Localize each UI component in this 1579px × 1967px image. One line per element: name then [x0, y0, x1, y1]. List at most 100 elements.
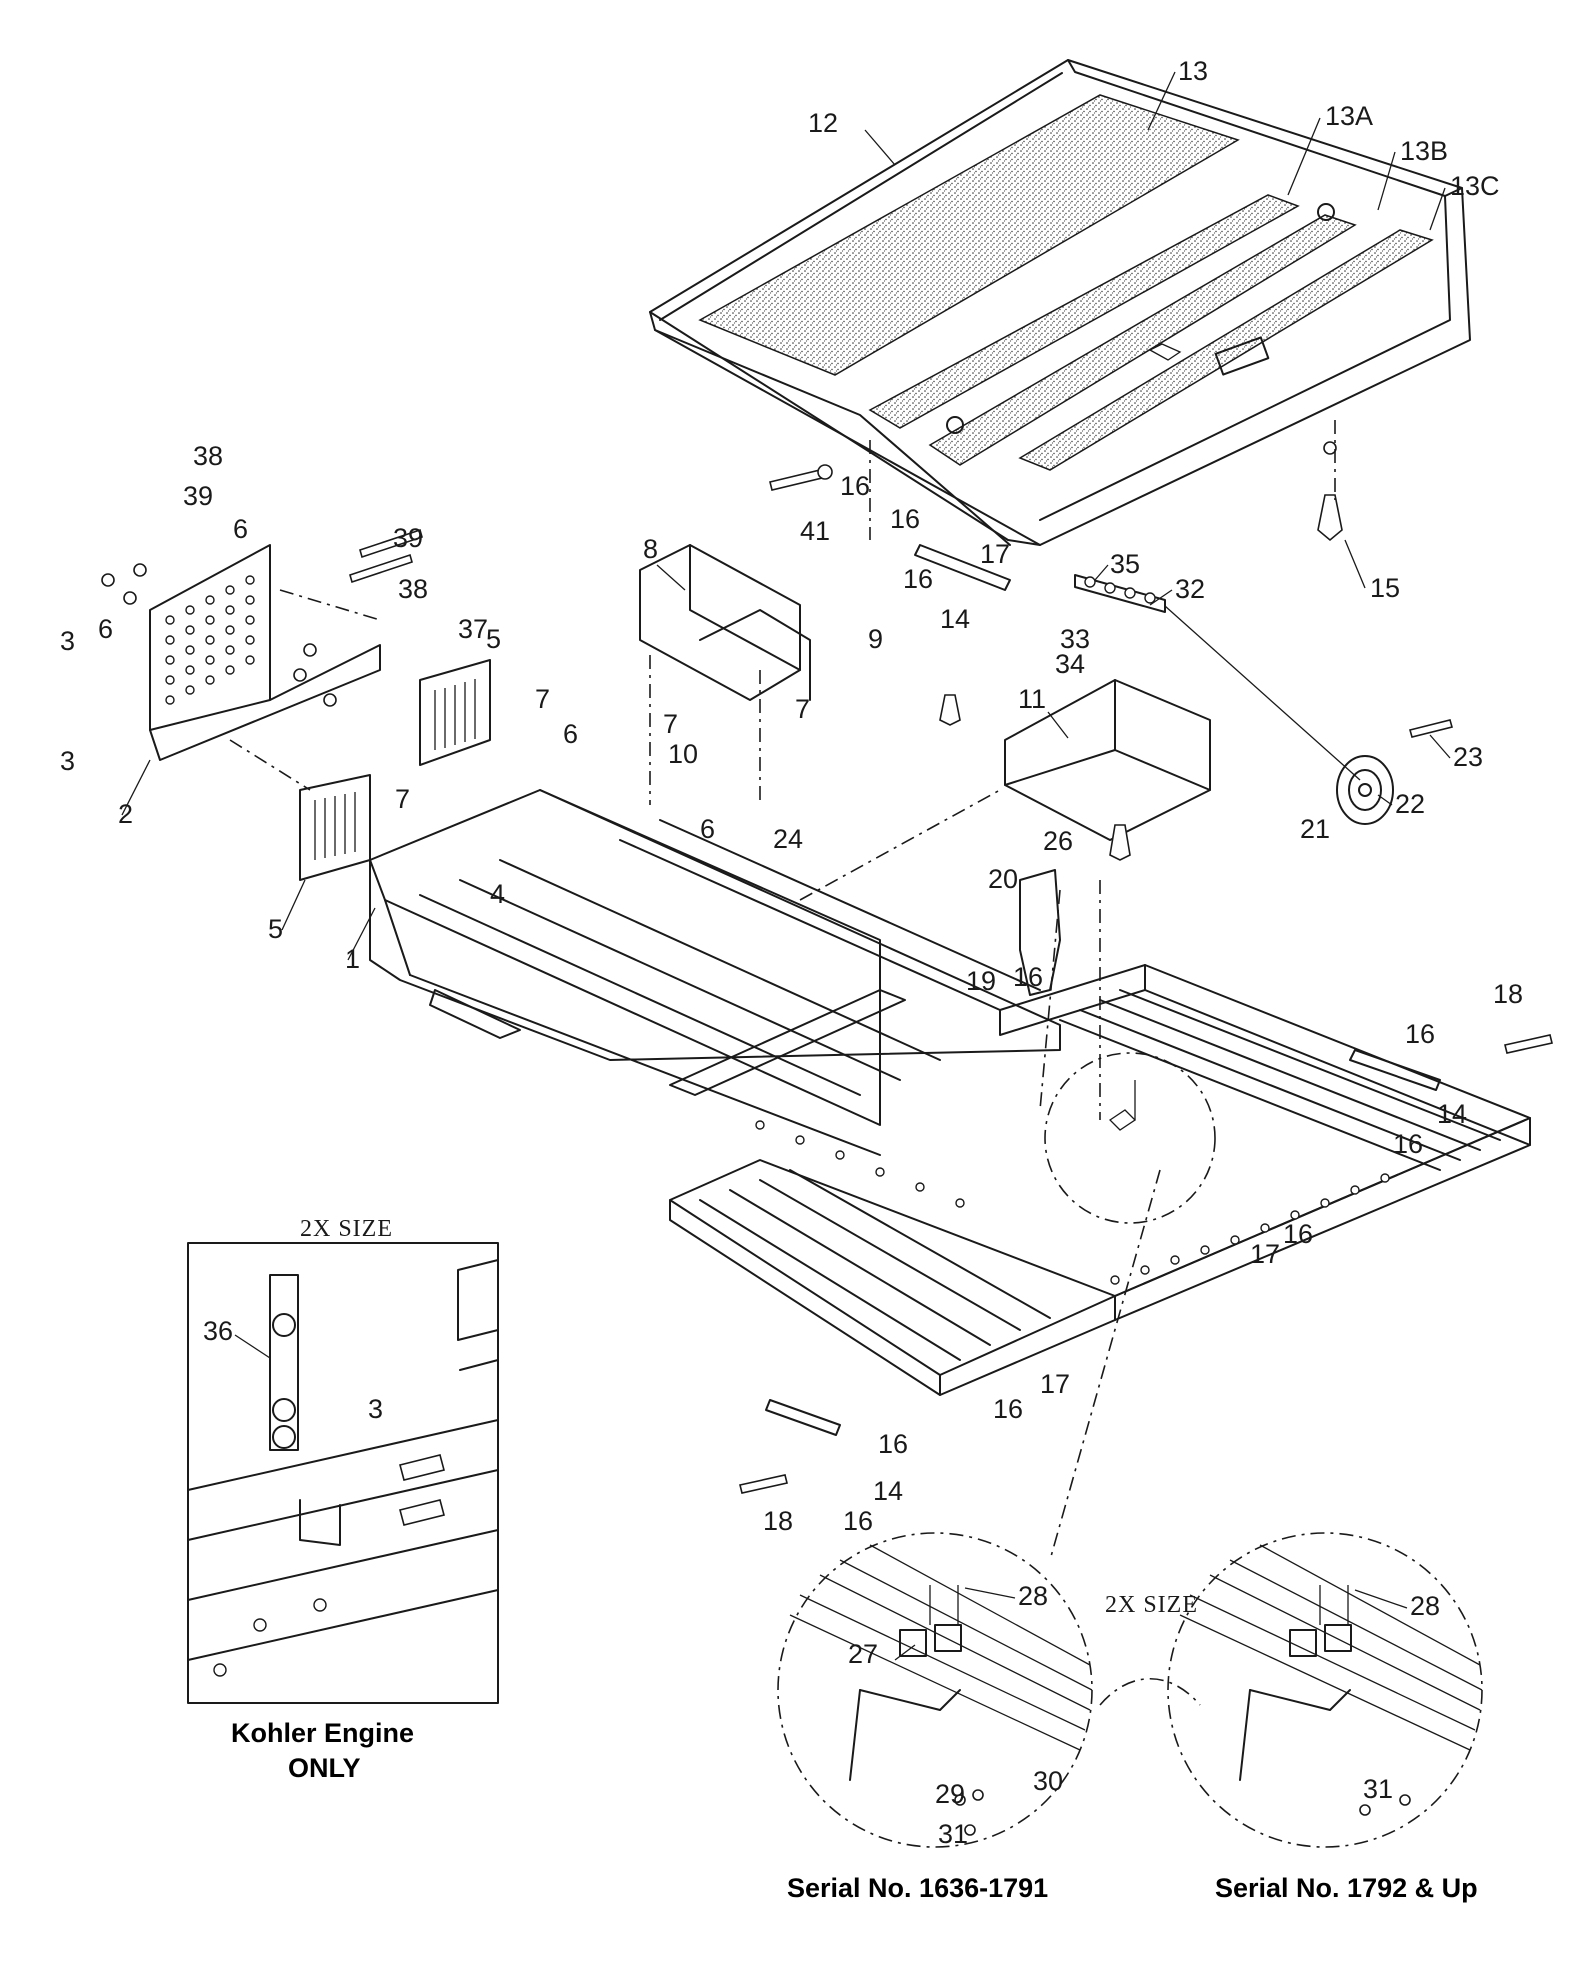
- part-label-15: 15: [1370, 573, 1400, 603]
- part-label-24: 24: [773, 824, 803, 854]
- part-label-30: 30: [1033, 1766, 1063, 1796]
- part-label-39a: 39: [183, 481, 213, 511]
- leader-line-28b: [1354, 1589, 1408, 1609]
- part-label-7d: 7: [395, 784, 410, 814]
- cable-32: [1164, 605, 1361, 781]
- bracket-8: [639, 544, 811, 701]
- part-label-28b: 28: [1410, 1591, 1440, 1621]
- serial-caption-right: Serial No. 1792 & Up: [1215, 1873, 1478, 1903]
- part-label-16f: 16: [1393, 1129, 1423, 1159]
- kohler-size-label: 2X SIZE: [300, 1216, 393, 1242]
- deck-platform: [649, 59, 1471, 546]
- part-label-37: 37: [458, 614, 488, 644]
- part-label-6d: 6: [700, 814, 715, 844]
- part-label-17a: 17: [980, 539, 1010, 569]
- leader-line-32: [1149, 589, 1173, 606]
- part-label-21: 21: [1300, 814, 1330, 844]
- part-label-33: 33: [1060, 624, 1090, 654]
- kohler-caption-line1: Kohler Engine: [231, 1718, 414, 1748]
- leader-line-13C: [1429, 187, 1446, 231]
- part-label-16h: 16: [993, 1394, 1023, 1424]
- part-label-16d: 16: [1013, 962, 1043, 992]
- strap-14: [765, 544, 1441, 1436]
- part-label-14a: 14: [940, 604, 970, 634]
- part-label-23: 23: [1453, 742, 1483, 772]
- part-label-13B: 13B: [1400, 136, 1448, 166]
- bracket-20: [1019, 869, 1061, 996]
- chain-35: [1074, 574, 1166, 613]
- part-label-6a: 6: [233, 514, 248, 544]
- part-label-31a: 31: [938, 1819, 968, 1849]
- part-label-31b: 31: [1363, 1774, 1393, 1804]
- serial-caption-left: Serial No. 1636-1791: [787, 1873, 1048, 1903]
- part-label-4: 4: [490, 879, 505, 909]
- leader-line-28a: [964, 1587, 1016, 1599]
- part-label-16c: 16: [903, 564, 933, 594]
- part-label-22: 22: [1395, 789, 1425, 819]
- leader-line-5b: [281, 879, 306, 931]
- part-label-26: 26: [1043, 826, 1073, 856]
- part-label-16g: 16: [1283, 1219, 1313, 1249]
- part-label-13A: 13A: [1325, 101, 1373, 131]
- grille-plate-lower: [299, 774, 371, 881]
- part-label-6b: 6: [98, 614, 113, 644]
- part-label-38b: 38: [398, 574, 428, 604]
- leader-line-22: [1377, 794, 1393, 806]
- frame-holes: [755, 1120, 1390, 1285]
- main-frame: [369, 789, 1531, 1396]
- part-label-13: 13: [1178, 56, 1208, 86]
- part-label-6c: 6: [563, 719, 578, 749]
- part-label-32: 32: [1175, 574, 1205, 604]
- part-label-11: 11: [1018, 684, 1046, 714]
- serial-size-label: 2X SIZE: [1105, 1592, 1198, 1618]
- part-label-28a: 28: [1018, 1581, 1048, 1611]
- part-label-16a: 16: [840, 471, 870, 501]
- part-label-35: 35: [1110, 549, 1140, 579]
- leader-line-13B: [1377, 151, 1396, 211]
- kohler-caption-line2: ONLY: [288, 1753, 361, 1783]
- part-label-18b: 18: [763, 1506, 793, 1536]
- part-label-16i: 16: [878, 1429, 908, 1459]
- part-label-10: 10: [668, 739, 698, 769]
- pulley-22: [1336, 755, 1394, 825]
- part-label-12: 12: [808, 108, 838, 138]
- leader-line-36: [234, 1334, 271, 1359]
- part-label-2: 2: [118, 799, 133, 829]
- kohler-detail: 2X SIZE Kohler Engine ONLY: [187, 1216, 499, 1783]
- leader-line-11: [1047, 711, 1069, 739]
- part-label-7b: 7: [795, 694, 810, 724]
- leader-line-35: [1094, 564, 1109, 581]
- leader-line-13: [1147, 71, 1176, 131]
- part-label-34: 34: [1055, 649, 1085, 679]
- part-label-7c: 7: [535, 684, 550, 714]
- bracket-11: [1004, 679, 1211, 841]
- part-label-9: 9: [868, 624, 883, 654]
- part-label-39b: 39: [393, 523, 423, 553]
- part-label-5a: 5: [486, 624, 501, 654]
- leader-line-13A: [1287, 117, 1321, 196]
- leader-line-12: [864, 129, 896, 166]
- part-label-14c: 14: [873, 1476, 903, 1506]
- part-label-20: 20: [988, 864, 1018, 894]
- part-label-16e: 16: [1405, 1019, 1435, 1049]
- part-label-3c: 3: [368, 1394, 383, 1424]
- fasteners: [101, 441, 1553, 1494]
- part-label-5b: 5: [268, 914, 283, 944]
- part-label-19: 19: [966, 966, 996, 996]
- leader-line-1: [347, 907, 376, 961]
- leader-line-27: [894, 1644, 916, 1661]
- part-label-41: 41: [800, 516, 830, 546]
- part-label-7a: 7: [663, 709, 678, 739]
- part-label-29: 29: [935, 1779, 965, 1809]
- part-label-3a: 3: [60, 626, 75, 656]
- part-label-16b: 16: [890, 504, 920, 534]
- leader-line-23: [1429, 734, 1451, 759]
- serial-detail: 2X SIZE Serial No. 1636-1791 Serial No. …: [777, 1532, 1483, 1903]
- leader-line-2: [121, 759, 151, 816]
- leader-line-15: [1344, 539, 1366, 589]
- part-label-1: 1: [345, 944, 360, 974]
- part-label-3b: 3: [60, 746, 75, 776]
- grille-plate-upper: [419, 659, 491, 766]
- construction-lines: [229, 420, 1336, 1706]
